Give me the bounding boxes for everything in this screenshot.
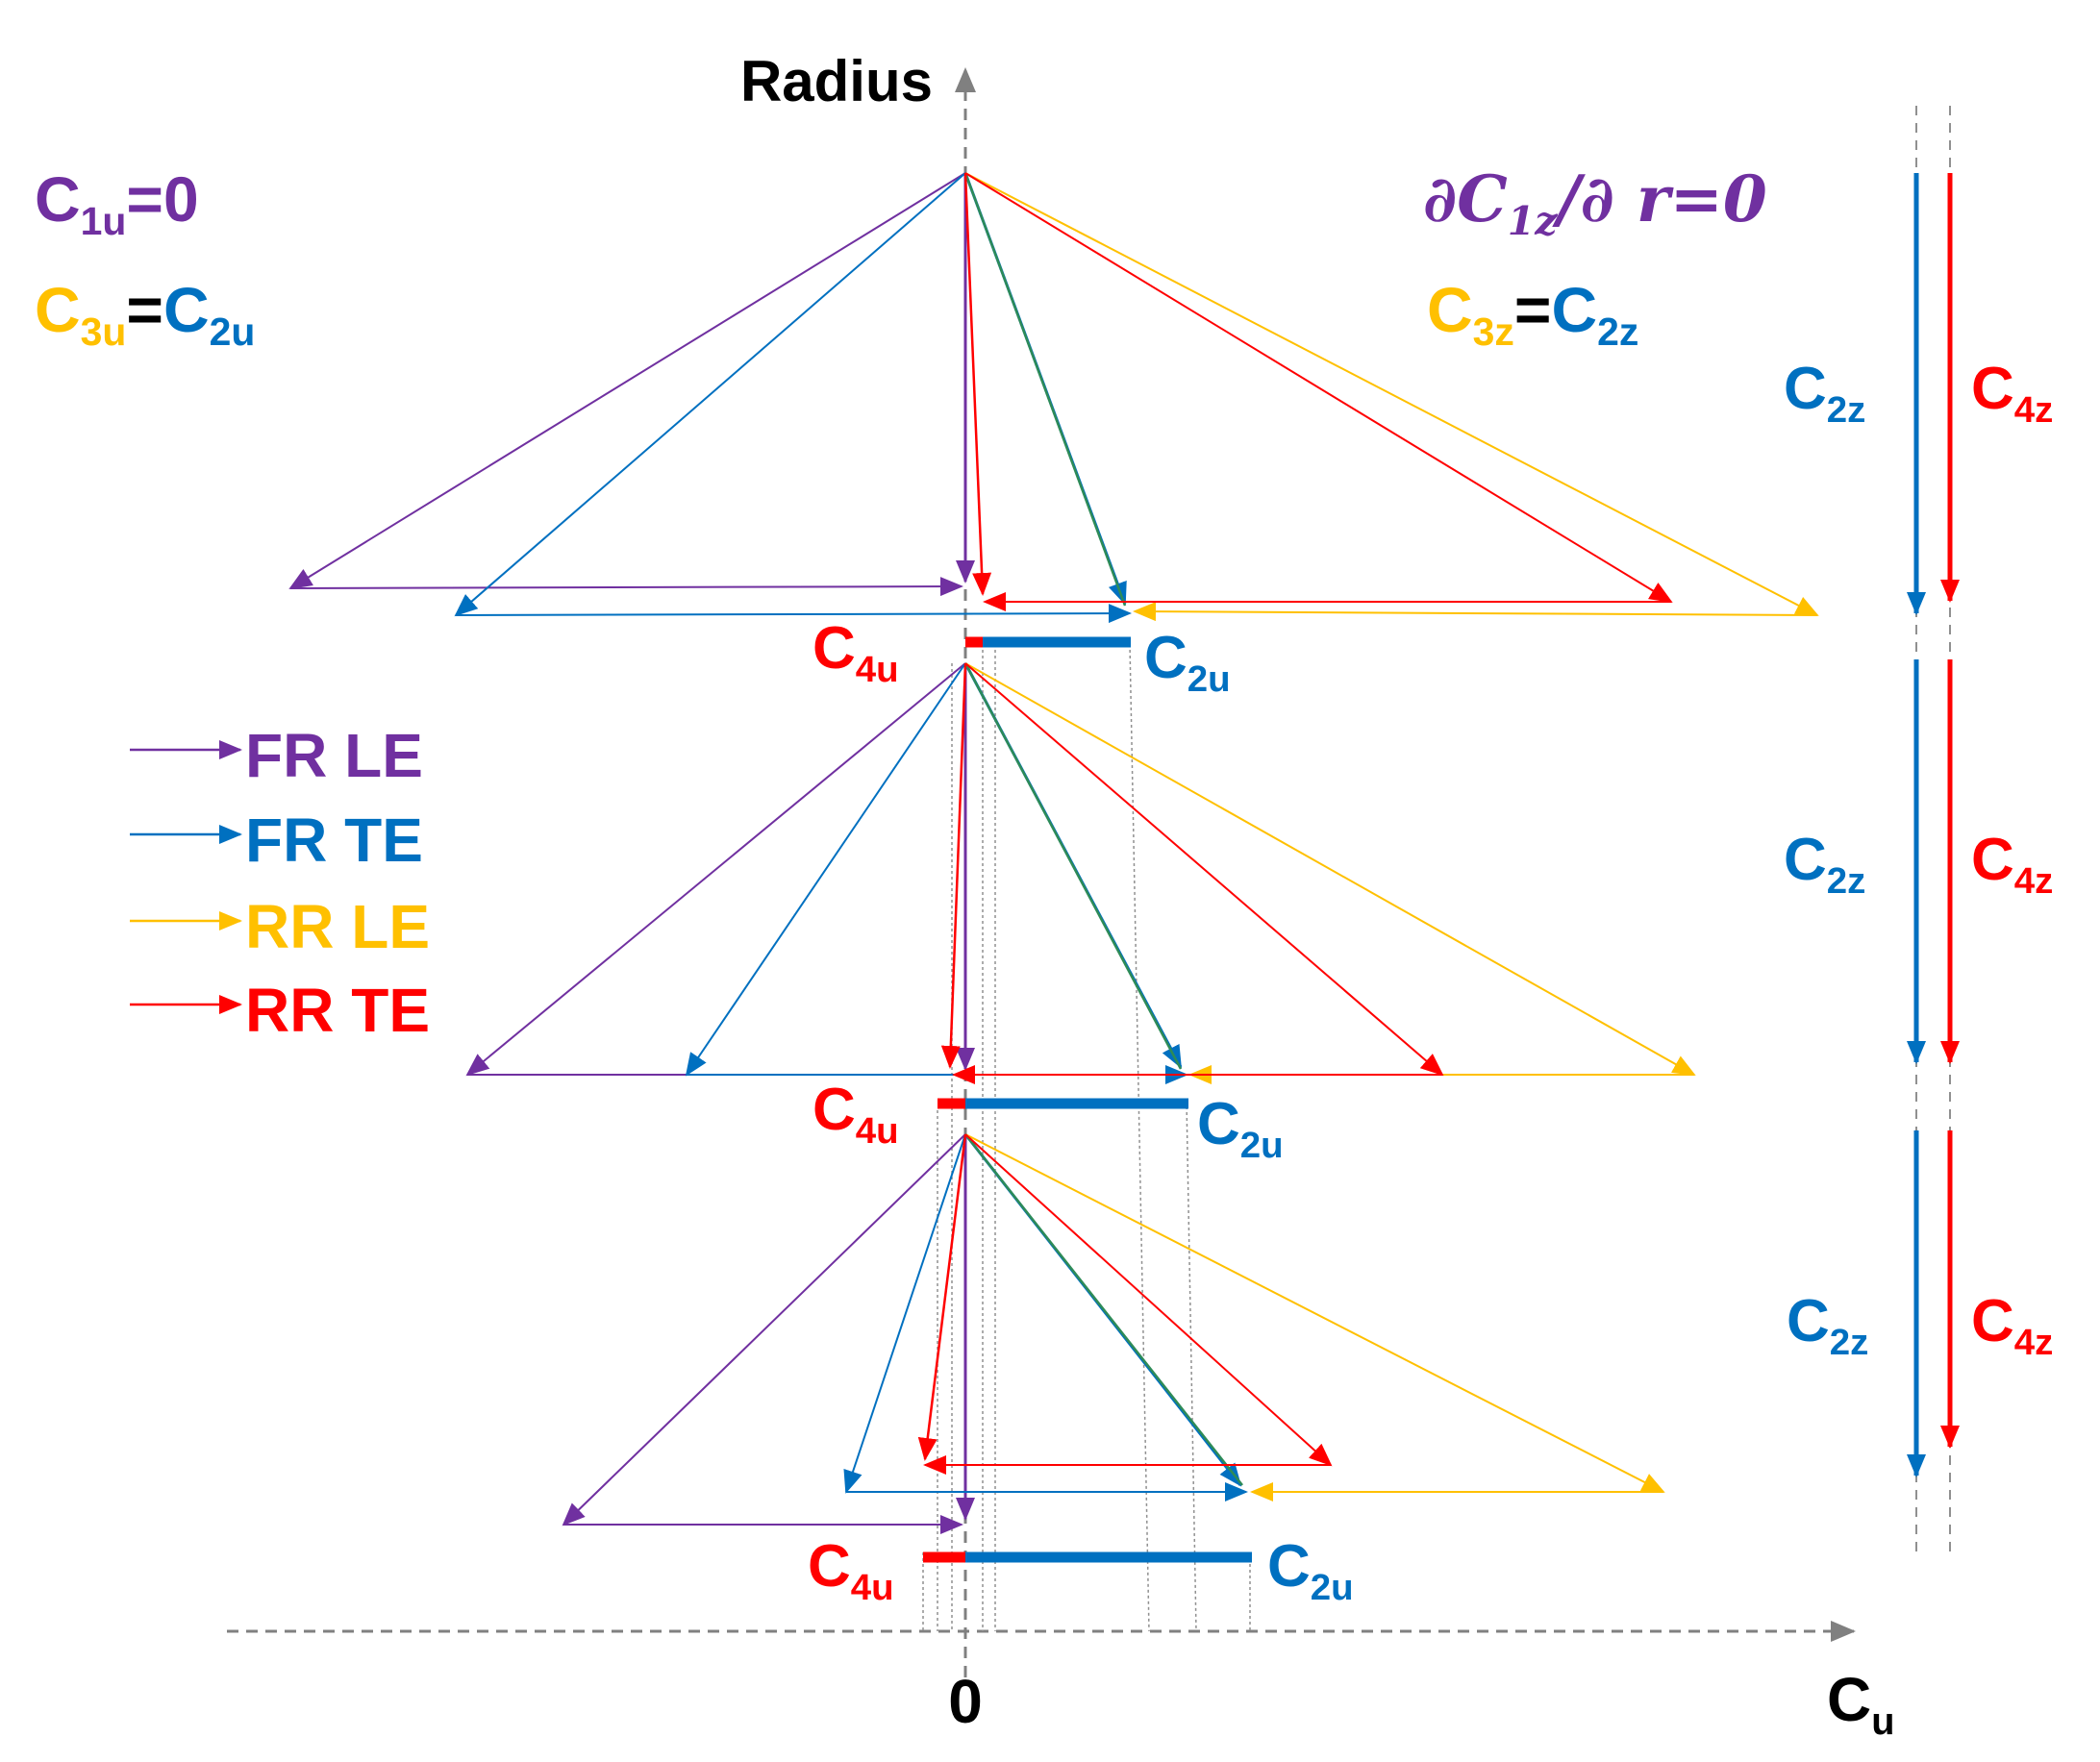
- legend-item-rr-le: RR LE: [130, 892, 430, 961]
- c2z-label-1: C2z: [1784, 356, 1865, 431]
- rr-te-absolute-2: [940, 662, 967, 1069]
- fr-le-blade-1: [289, 577, 963, 597]
- condition-c3u-equals-c2u: C3u=C2u: [35, 274, 255, 354]
- condition-dc1z-dr: ∂C1z/∂ r=0: [1423, 161, 1767, 244]
- projection-lines: [922, 643, 1251, 1632]
- axes: Radius 0 Cu: [227, 49, 1894, 1743]
- rr-le-relative-1: [964, 172, 1819, 616]
- c4z-label-1: C4z: [1971, 356, 2053, 431]
- condition-c1u: C1u=0: [35, 163, 199, 243]
- rr-le-blade-1: [1133, 602, 1818, 622]
- level-3-triangles: [562, 1133, 1665, 1563]
- fr-te-relative-3: [843, 1133, 966, 1494]
- rr-le-absolute-2: [963, 662, 1183, 1070]
- svg-text:RR TE: RR TE: [245, 976, 430, 1045]
- fr-te-relative-1: [454, 172, 966, 617]
- conditions: C1u=0 C3u=C2u ∂C1z/∂ r=0 C3z=C2z: [35, 161, 1767, 354]
- rr-le-relative-2: [964, 662, 1696, 1076]
- c4u-label-3: C4u: [808, 1533, 894, 1608]
- rr-le-absolute-3: [964, 1133, 1243, 1486]
- fr-le-relative-3: [562, 1133, 966, 1526]
- legend-item-fr-te: FR TE: [130, 806, 423, 875]
- svg-text:FR LE: FR LE: [245, 721, 423, 790]
- rr-le-relative-3: [964, 1133, 1665, 1493]
- fr-le-relative-2: [465, 662, 966, 1077]
- rr-te-relative-2: [964, 662, 1444, 1077]
- legend: FR LE FR TE RR LE RR TE: [130, 721, 430, 1045]
- c2z-label-3: C2z: [1787, 1288, 1868, 1363]
- c4z-label-3: C4z: [1971, 1288, 2053, 1363]
- legend-item-rr-te: RR TE: [130, 976, 430, 1045]
- radius-axis-label: Radius: [740, 49, 933, 113]
- c2u-label-1: C2u: [1144, 625, 1231, 700]
- fr-le-relative-1: [288, 172, 966, 590]
- level-1-triangles: [288, 172, 1819, 648]
- axial-velocity-column: C2z C4z C2z C4z C2z C4z: [1784, 106, 2053, 1557]
- c4z-label-2: C4z: [1971, 827, 2053, 902]
- rr-le-absolute-1: [963, 172, 1127, 607]
- svg-text:RR LE: RR LE: [245, 892, 430, 961]
- rr-te-absolute-3: [917, 1133, 967, 1461]
- rr-te-absolute-1: [963, 172, 992, 596]
- c2u-label-3: C2u: [1267, 1533, 1354, 1608]
- c2z-label-2: C2z: [1784, 827, 1865, 902]
- c4u-label-1: C4u: [812, 615, 899, 690]
- svg-text:FR TE: FR TE: [245, 806, 423, 875]
- origin-label: 0: [948, 1667, 983, 1736]
- condition-c3z-equals-c2z: C3z=C2z: [1427, 274, 1638, 354]
- legend-item-fr-le: FR LE: [130, 721, 423, 790]
- c4u-label-2: C4u: [812, 1077, 899, 1152]
- level-labels: C4u C2u C4u C2u C4u C2u: [808, 615, 1354, 1608]
- fr-te-relative-2: [685, 662, 966, 1077]
- rr-te-relative-1: [964, 172, 1673, 604]
- cu-axis-label: Cu: [1827, 1665, 1894, 1743]
- rr-te-relative-3: [964, 1133, 1333, 1467]
- c2u-label-2: C2u: [1197, 1091, 1284, 1166]
- fr-te-blade-1: [455, 604, 1132, 624]
- level-2-triangles: [465, 662, 1696, 1109]
